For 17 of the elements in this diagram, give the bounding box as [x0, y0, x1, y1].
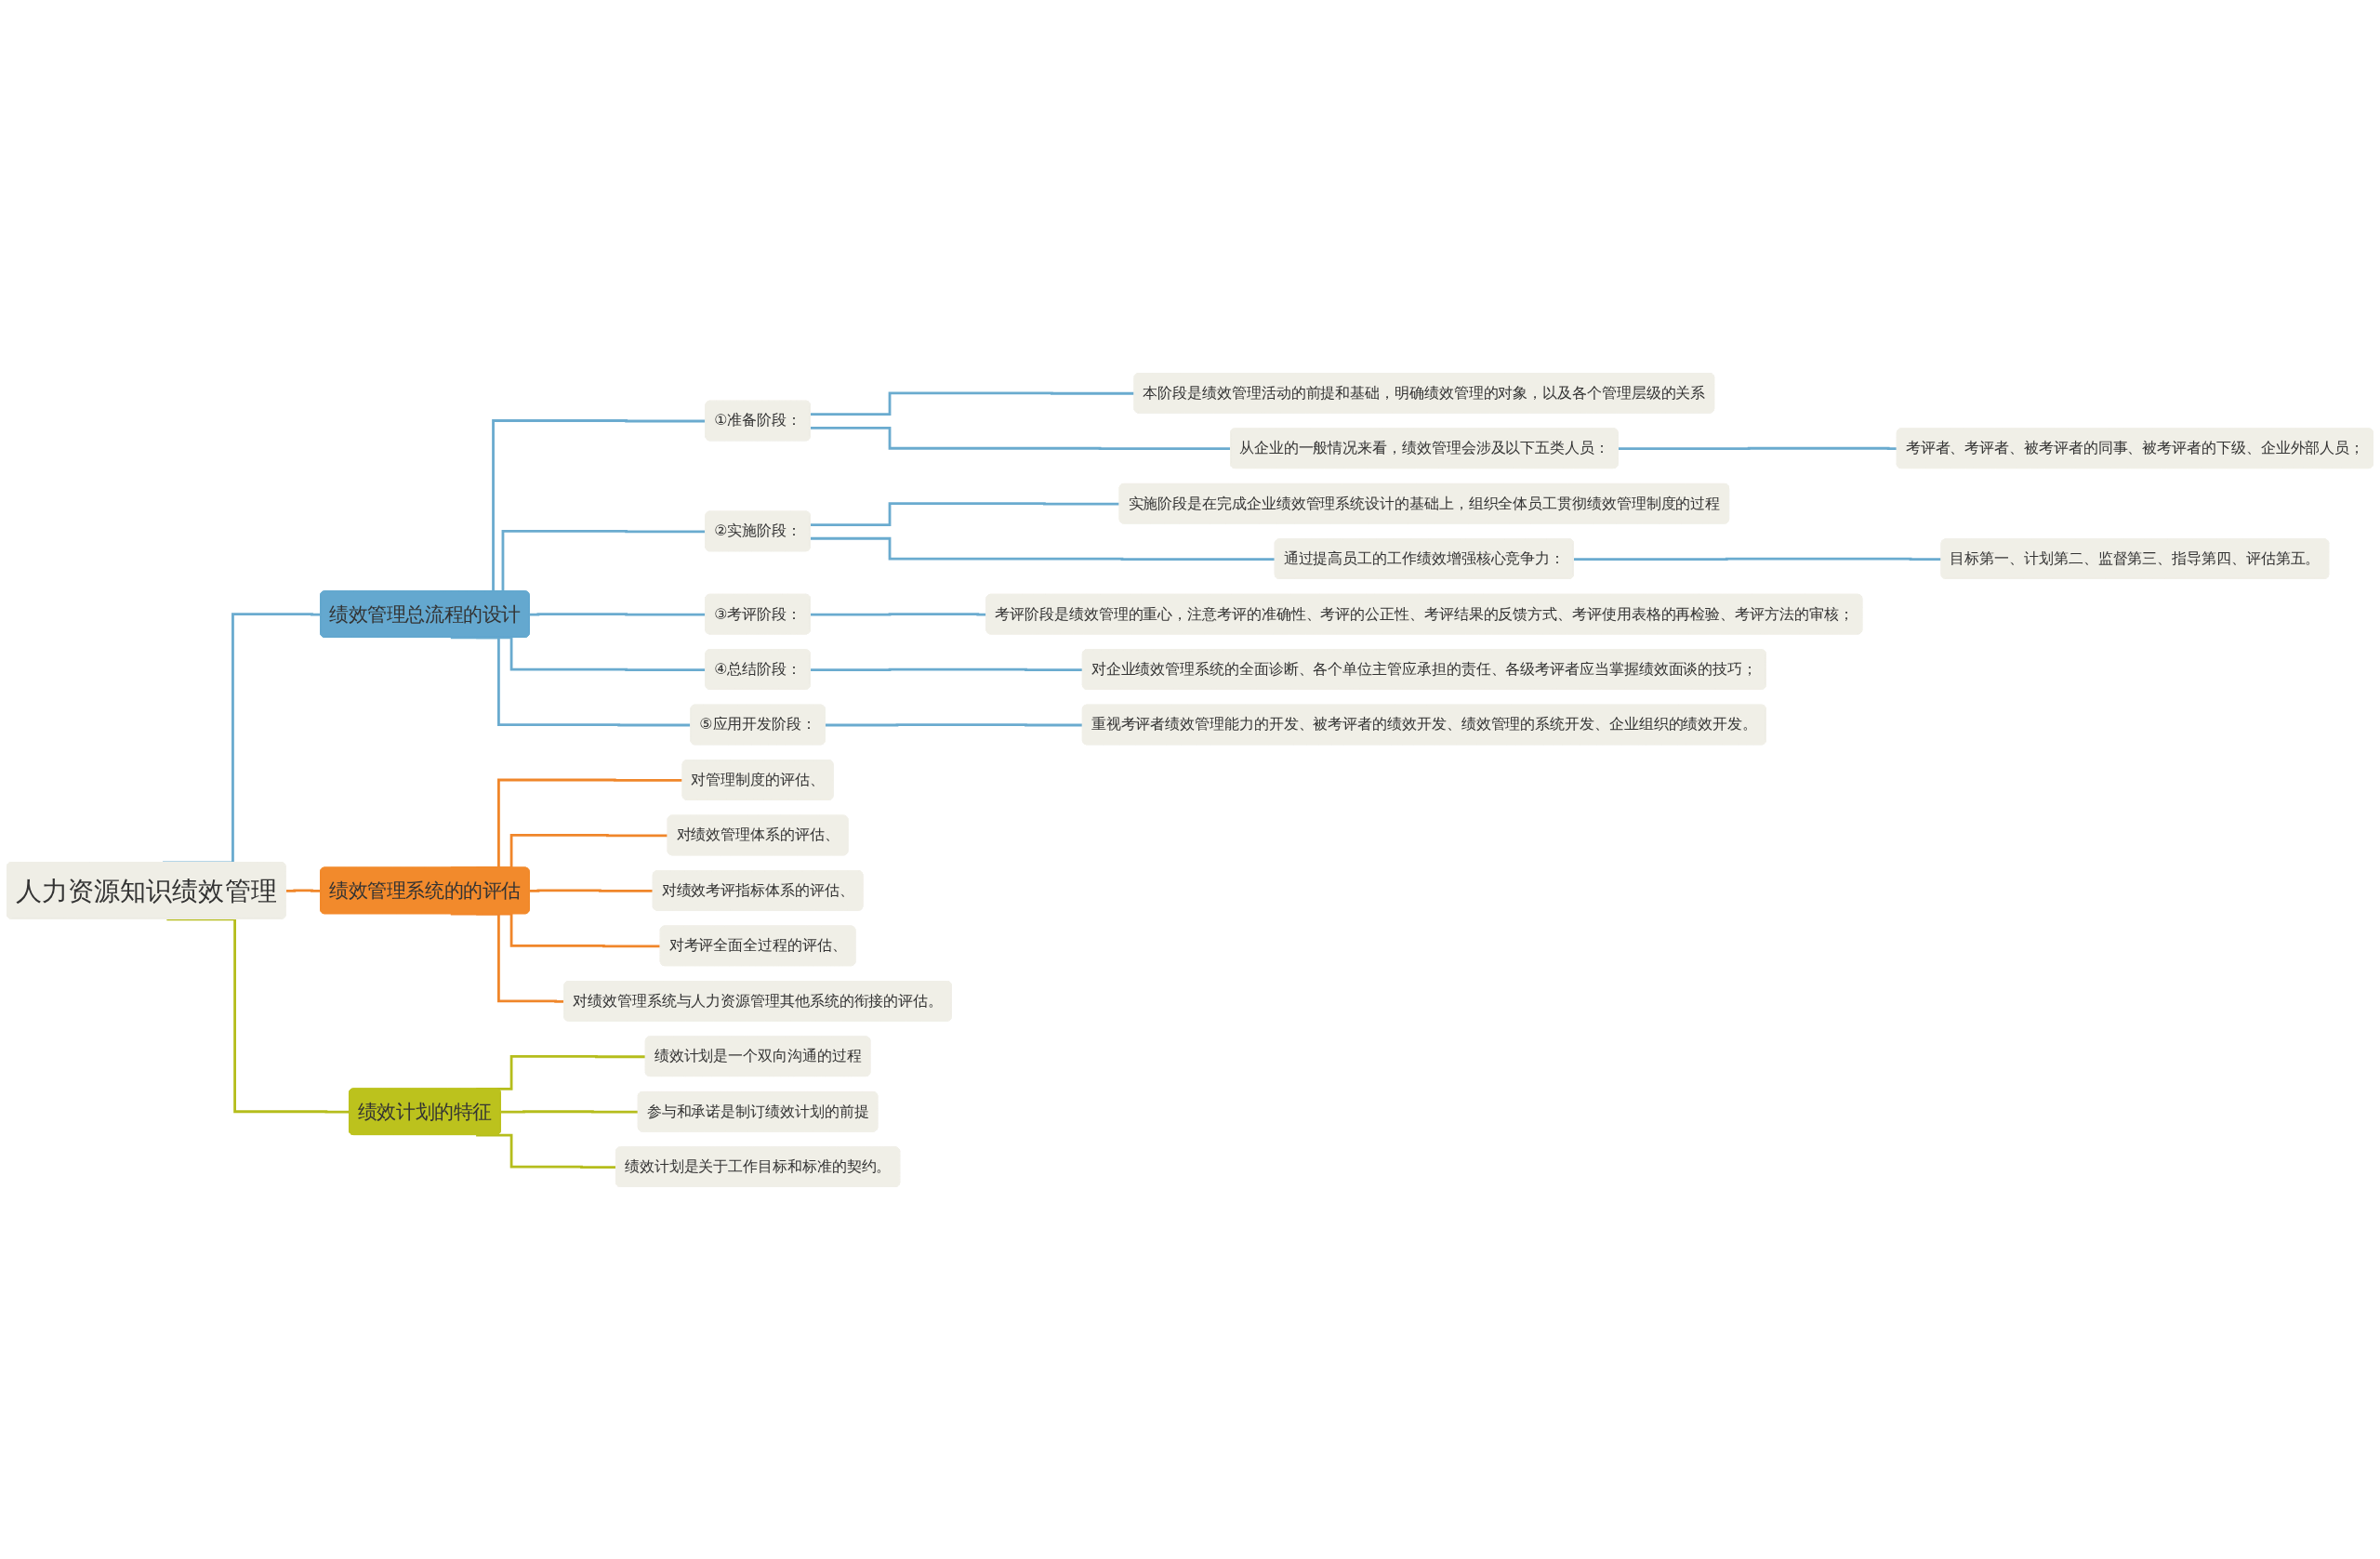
connector: [529, 612, 707, 615]
connector: [810, 426, 1231, 450]
connector: [476, 1133, 616, 1169]
connector: [810, 667, 1083, 671]
connector: [810, 501, 1120, 526]
connector: [810, 536, 1276, 561]
connector: [450, 636, 692, 726]
connector: [285, 889, 322, 892]
connector: [810, 612, 987, 615]
connector: [529, 889, 654, 892]
connector: [1573, 557, 1942, 561]
connector: [166, 917, 350, 1114]
connector: [450, 912, 565, 1003]
connector: [825, 722, 1083, 726]
connector: [810, 390, 1135, 416]
connector: [1618, 446, 1897, 450]
connector: [500, 1109, 639, 1114]
